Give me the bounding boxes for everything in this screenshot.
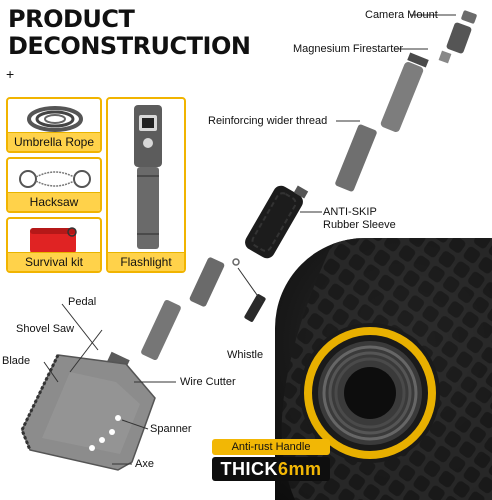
accessory-card-survival-kit: Survival kit (6, 217, 102, 273)
accessory-card-rope: Umbrella Rope (6, 97, 102, 153)
accessory-label: Flashlight (108, 252, 184, 271)
callout-whistle: Whistle (227, 349, 264, 361)
page-title: PRODUCT DECONSTRUCTION (8, 5, 251, 60)
thickness-word: THICK (220, 459, 278, 479)
callout-firestarter: Magnesium Firestarter (293, 43, 404, 55)
accessory-label: Umbrella Rope (8, 132, 100, 151)
plus-icon: + (6, 66, 15, 82)
callout-blade: Blade (2, 355, 31, 367)
callout-spanner: Spanner (150, 423, 192, 435)
rubber-sleeve-icon (245, 185, 309, 259)
callout-anti-skip-line1: ANTI-SKIP (323, 206, 377, 218)
accessory-card-flashlight: Flashlight (106, 97, 186, 273)
anti-rust-badge: Anti-rust Handle (212, 439, 330, 455)
callout-anti-skip: ANTI-SKIP Rubber Sleeve (323, 206, 396, 232)
callout-axe: Axe (135, 458, 154, 470)
thread-tube-icon (335, 124, 377, 192)
camera-mount-icon (438, 10, 477, 64)
accessory-label: Survival kit (8, 252, 100, 271)
title-line-1: PRODUCT (8, 5, 135, 33)
rope-icon (27, 106, 83, 132)
firestarter-icon (380, 52, 429, 132)
callout-camera-mount: Camera Mount (365, 9, 438, 21)
handle-closeup (275, 238, 492, 500)
callout-pedal: Pedal (68, 296, 97, 308)
hacksaw-icon (19, 170, 91, 188)
accessory-label: Hacksaw (8, 192, 100, 211)
survival-kit-icon (30, 227, 77, 254)
accessory-card-hacksaw: Hacksaw (6, 157, 102, 213)
thickness-badge: THICK6mm (212, 457, 330, 481)
whistle-icon (244, 294, 266, 322)
flashlight-icon (134, 105, 162, 249)
callout-anti-skip-line2: Rubber Sleeve (323, 219, 396, 231)
callout-shovel-saw: Shovel Saw (16, 323, 75, 335)
shaft-icon (141, 257, 240, 361)
callout-wire-cutter: Wire Cutter (180, 376, 236, 388)
thickness-value: 6mm (277, 459, 322, 479)
rubber-sleeve-closeup-icon (281, 238, 492, 500)
callout-thread: Reinforcing wider thread (208, 115, 328, 127)
title-line-2: DECONSTRUCTION (8, 32, 251, 60)
shovel-head-icon (20, 351, 156, 471)
